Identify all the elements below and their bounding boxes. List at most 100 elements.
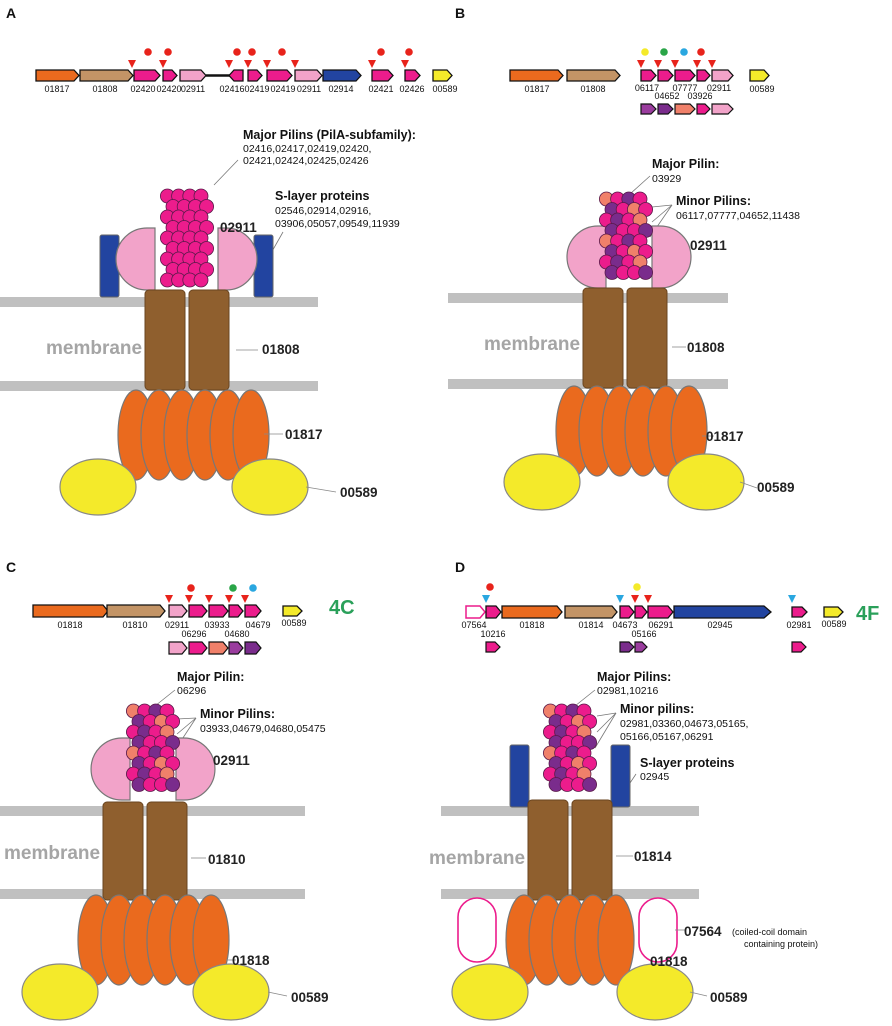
gene-arrow bbox=[696, 69, 711, 82]
major-pilins-list: 02981,10216 bbox=[597, 685, 658, 697]
major-pilins-list: 02421,02424,02425,02426 bbox=[243, 155, 369, 167]
minor-pilins-list: 02981,03360,04673,05165, bbox=[620, 718, 748, 730]
triangle-marker bbox=[241, 595, 249, 603]
gene-id: 06117 bbox=[635, 83, 659, 93]
gene-arrow bbox=[32, 604, 109, 618]
gene-arrow bbox=[228, 641, 244, 655]
pilin-subunit bbox=[165, 777, 181, 792]
triangle-marker bbox=[291, 60, 299, 68]
pilin-subunit bbox=[638, 265, 653, 280]
gene-arrow bbox=[208, 641, 229, 655]
gene-arrow bbox=[228, 604, 244, 618]
gene-id: 03933 bbox=[204, 620, 229, 630]
minor-pilins-list: 05166,05167,06291 bbox=[620, 731, 714, 743]
gene-id: 01818 bbox=[519, 620, 544, 630]
inner-membrane-line bbox=[441, 889, 699, 899]
gene-id: 02420 bbox=[156, 84, 181, 94]
protein-00589 bbox=[231, 458, 309, 516]
gene-arrow bbox=[294, 69, 323, 82]
triangle-marker bbox=[482, 595, 490, 603]
leader-line bbox=[267, 991, 288, 997]
leader-line bbox=[596, 712, 617, 717]
major-pilin-heading: Major Pilin: bbox=[652, 157, 719, 171]
gene-arrow bbox=[619, 605, 635, 619]
leader-line bbox=[305, 486, 337, 493]
triangle-marker bbox=[654, 60, 662, 68]
gene-id: 01810 bbox=[122, 620, 147, 630]
panel-b: B bbox=[448, 5, 800, 511]
gene-arrow bbox=[485, 605, 502, 619]
major-pilins-heading: Major Pilins (PilA-subfamily): bbox=[243, 128, 416, 142]
leader-line bbox=[596, 712, 617, 733]
gene-arrow bbox=[657, 69, 674, 82]
gene-arrow bbox=[244, 604, 262, 618]
minor-pilins-heading: Minor pilins: bbox=[620, 702, 694, 716]
triangle-marker bbox=[244, 60, 252, 68]
atpase-01818 bbox=[77, 894, 230, 986]
label-00589: 00589 bbox=[291, 990, 329, 1005]
panel-d: D 4F 0756 bbox=[429, 559, 879, 1021]
gene-arrow bbox=[749, 69, 770, 82]
gene-id: 02911 bbox=[297, 84, 321, 94]
gene-id: 06291 bbox=[648, 620, 673, 630]
leader-line bbox=[213, 159, 239, 186]
membrane-label: membrane bbox=[4, 843, 100, 864]
gene-arrow bbox=[619, 641, 635, 653]
gene-id: 01817 bbox=[524, 84, 549, 94]
label-01817: 01817 bbox=[706, 429, 744, 444]
label-02911: 02911 bbox=[213, 753, 250, 768]
protein-02911 bbox=[90, 737, 131, 801]
gene-arrow bbox=[228, 69, 244, 82]
leader-line bbox=[176, 717, 197, 720]
dot-marker bbox=[164, 48, 172, 56]
leader-line bbox=[739, 481, 758, 489]
triangle-marker bbox=[637, 60, 645, 68]
panel-c-gene-map: 01818 01810 02911 06296 03933 04680 0467… bbox=[32, 584, 307, 655]
major-pilins-list: 02416,02417,02419,02420, bbox=[243, 143, 371, 155]
protein-00589 bbox=[667, 453, 745, 511]
gene-id: 07777 bbox=[672, 83, 697, 93]
triangle-marker bbox=[263, 60, 271, 68]
panel-a: A bbox=[0, 5, 458, 516]
gene-arrow bbox=[79, 69, 134, 82]
s-layer-heading: S-layer proteins bbox=[640, 756, 735, 770]
protein-07564 bbox=[457, 897, 497, 963]
panel-b-machinery bbox=[448, 191, 758, 511]
gene-arrow bbox=[823, 606, 844, 618]
dot-marker bbox=[680, 48, 688, 56]
pilin-subunit bbox=[582, 777, 597, 792]
dot-marker bbox=[641, 48, 649, 56]
gene-arrow bbox=[208, 604, 229, 618]
label-01817: 01817 bbox=[285, 427, 323, 442]
protein-02911 bbox=[175, 737, 216, 801]
gene-arrow bbox=[168, 604, 188, 618]
gene-id: 05166 bbox=[631, 629, 656, 639]
protein-01810 bbox=[102, 801, 144, 901]
recolored-gene-row bbox=[640, 103, 734, 115]
gene-id: 02420 bbox=[130, 84, 155, 94]
protein-00589 bbox=[451, 963, 529, 1021]
triangle-marker bbox=[693, 60, 701, 68]
dot-marker bbox=[249, 584, 257, 592]
panel-b-label: B bbox=[455, 5, 465, 21]
protein-02911 bbox=[651, 225, 692, 289]
membrane-label: membrane bbox=[429, 848, 525, 869]
gene-arrow bbox=[640, 69, 657, 82]
major-pilin-list: 03929 bbox=[652, 173, 681, 185]
protein-00589 bbox=[503, 453, 581, 511]
gene-arrow bbox=[179, 69, 207, 82]
s-layer-list: 02945 bbox=[640, 771, 669, 783]
gene-id: 03926 bbox=[687, 91, 712, 101]
label-00589: 00589 bbox=[340, 485, 378, 500]
gene-id: 02419 bbox=[270, 84, 295, 94]
protein-00589 bbox=[192, 963, 270, 1021]
protein-02911 bbox=[217, 227, 258, 291]
dot-marker bbox=[660, 48, 668, 56]
dot-marker bbox=[377, 48, 385, 56]
label-02911: 02911 bbox=[220, 220, 257, 235]
minor-pilins-heading: Minor Pilins: bbox=[676, 194, 751, 208]
protein-01808 bbox=[144, 289, 186, 391]
label-01808: 01808 bbox=[687, 340, 725, 355]
gene-id: 00589 bbox=[281, 618, 306, 628]
s-layer-protein bbox=[509, 744, 530, 808]
